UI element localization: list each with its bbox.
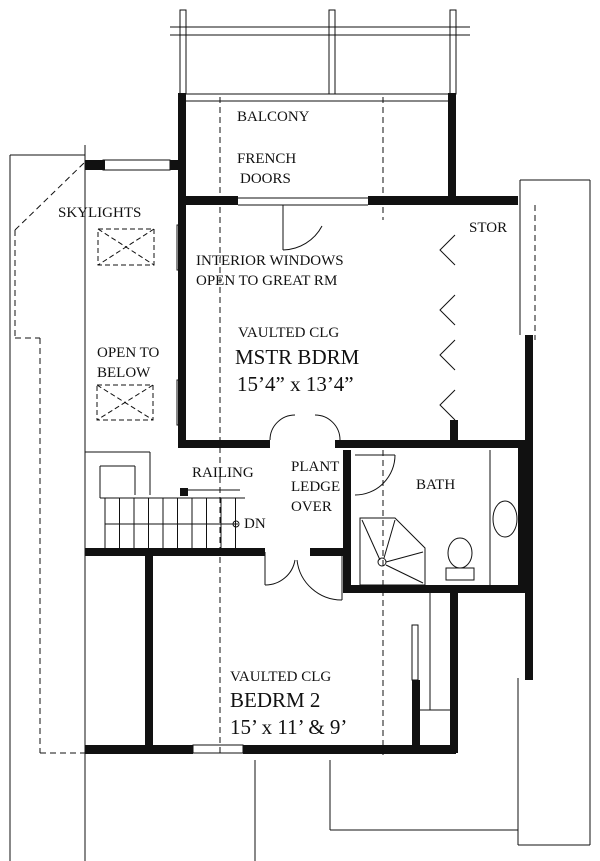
french-doors — [238, 197, 368, 251]
skylight-icons — [96, 228, 155, 421]
toilet — [447, 537, 473, 569]
interior-windows-label-line1: INTERIOR WINDOWS — [196, 253, 344, 269]
right-deck-outline — [254, 179, 591, 861]
stair-down-label: DN — [244, 516, 266, 532]
open-to-below-label-line2: BELOW — [97, 365, 151, 381]
master-ceiling-note: VAULTED CLG — [238, 325, 340, 341]
skylights-label: SKYLIGHTS — [58, 205, 142, 221]
pergola — [170, 9, 470, 102]
bedroom2-name: BEDRM 2 — [230, 688, 321, 712]
french-doors-label-line1: FRENCH — [237, 151, 297, 167]
closet-doors — [439, 234, 456, 421]
bedroom2-size: 15’ x 11’ & 9’ — [230, 715, 348, 739]
shower — [359, 517, 426, 586]
master-doors — [264, 414, 343, 601]
walls — [85, 93, 533, 754]
balcony-label: BALCONY — [237, 109, 310, 125]
toilet-tank — [445, 567, 475, 581]
stair-treads — [104, 498, 236, 548]
storage-label: STOR — [469, 220, 508, 236]
open-to-below-label-line1: OPEN TO — [97, 345, 160, 361]
bath-door — [354, 454, 396, 496]
window — [192, 744, 244, 754]
plant-ledge-label-line3: OVER — [291, 499, 332, 515]
window — [102, 159, 171, 171]
plant-ledge-label-line2: LEDGE — [291, 479, 341, 495]
french-doors-label-line2: DOORS — [240, 171, 291, 187]
vaulted-ceiling-lines — [219, 97, 384, 755]
interior-windows-label-line2: OPEN TO GREAT RM — [196, 273, 338, 289]
bath-label: BATH — [416, 477, 456, 493]
bedroom2-ceiling-note: VAULTED CLG — [230, 669, 332, 685]
plant-ledge-label-line1: PLANT — [291, 459, 340, 475]
master-bedroom-size: 15’4” x 13’4” — [237, 372, 354, 396]
master-bedroom-name: MSTR BDRM — [235, 345, 360, 369]
left-deck-outline — [9, 145, 86, 861]
railing-label: RAILING — [192, 465, 254, 481]
stair-direction-marker — [232, 520, 240, 528]
sink-basin — [492, 500, 518, 538]
